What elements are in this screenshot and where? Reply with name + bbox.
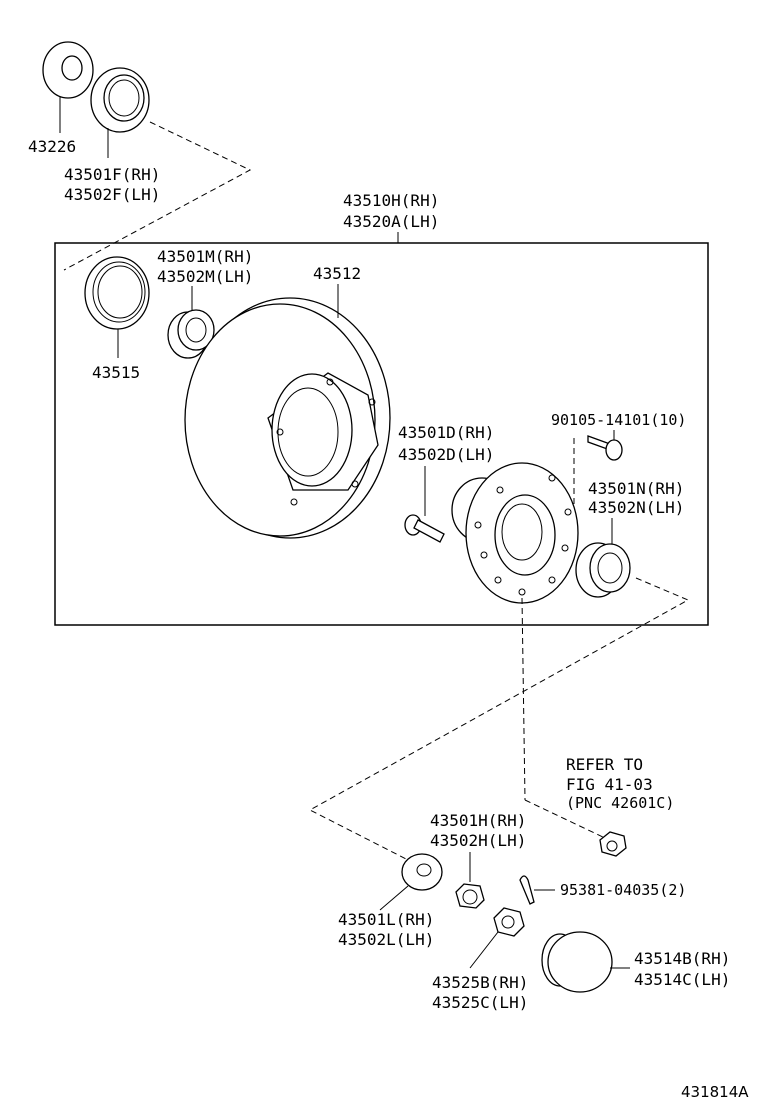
- label-43510H: 43510H(RH): [343, 191, 439, 210]
- refer-line-2: FIG 41-03: [566, 775, 653, 794]
- nut-refer-icon: [599, 831, 627, 857]
- seal-43515-icon: [84, 256, 150, 330]
- bearing-43501N-icon: [575, 542, 631, 598]
- bearing-43501M-icon: [167, 309, 215, 359]
- label-43226: 43226: [28, 137, 76, 156]
- label-43525C: 43525C(LH): [432, 993, 528, 1012]
- label-43502F: 43502F(LH): [64, 185, 160, 204]
- label-43515: 43515: [92, 363, 140, 382]
- label-43514B: 43514B(RH): [634, 949, 730, 968]
- disc-rotor-43512-icon: [184, 297, 391, 539]
- label-43520A: 43520A(LH): [343, 212, 439, 231]
- bearing-43501F-icon: [90, 67, 150, 133]
- label-43501H: 43501H(RH): [430, 811, 526, 830]
- label-43525B: 43525B(RH): [432, 973, 528, 992]
- refer-line-3: (PNC 42601C): [566, 794, 674, 812]
- label-43501L: 43501L(RH): [338, 910, 434, 929]
- label-43501M: 43501M(RH): [157, 247, 253, 266]
- label-43512: 43512: [313, 264, 361, 283]
- lock-nut-43525B-icon: [493, 907, 525, 937]
- label-43502M: 43502M(LH): [157, 267, 253, 286]
- washer-43501L-icon: [401, 853, 443, 891]
- hub-cap-43514B-icon: [541, 931, 613, 993]
- label-43502H: 43502H(LH): [430, 831, 526, 850]
- label-43501D: 43501D(RH): [398, 423, 494, 442]
- hub-bolt-43501D-icon: [404, 514, 445, 543]
- label-90105: 90105-14101(10): [551, 411, 686, 429]
- figure-id: 431814A: [681, 1083, 749, 1101]
- label-43502D: 43502D(LH): [398, 445, 494, 464]
- label-43502N: 43502N(LH): [588, 498, 684, 517]
- label-43501F: 43501F(RH): [64, 165, 160, 184]
- nut-43501H-icon: [455, 883, 485, 909]
- bolt-90105-icon: [587, 435, 623, 461]
- washer-43226-icon: [42, 41, 94, 99]
- label-43514C: 43514C(LH): [634, 970, 730, 989]
- assembly-frame: [54, 242, 709, 626]
- refer-line-1: REFER TO: [566, 755, 643, 774]
- label-43502L: 43502L(LH): [338, 930, 434, 949]
- label-95381: 95381-04035(2): [560, 881, 686, 899]
- cotter-pin-icon: [519, 875, 535, 905]
- axle-hub-icon: [451, 462, 579, 604]
- label-43501N: 43501N(RH): [588, 479, 684, 498]
